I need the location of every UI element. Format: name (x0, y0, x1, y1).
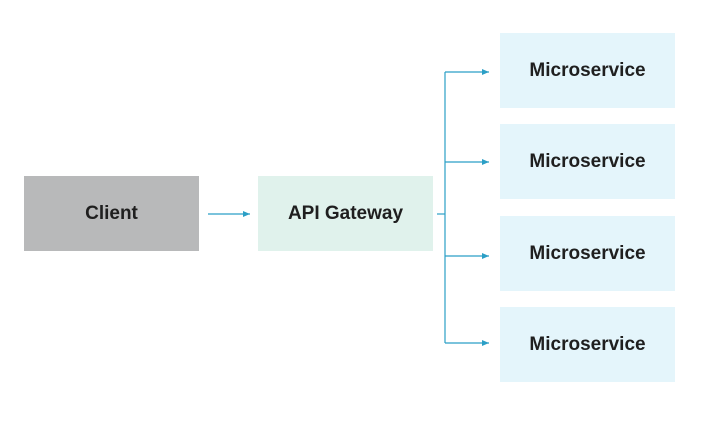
microservice-label: Microservice (529, 333, 646, 355)
api-gateway-label: API Gateway (287, 202, 404, 224)
client-node: Client (24, 176, 199, 251)
microservice-label: Microservice (529, 150, 646, 172)
microservice-label: Microservice (529, 242, 646, 264)
microservice-node: Microservice (500, 33, 675, 108)
microservice-node: Microservice (500, 216, 675, 291)
microservice-node: Microservice (500, 124, 675, 199)
microservice-label: Microservice (529, 59, 646, 81)
microservice-node: Microservice (500, 307, 675, 382)
api-gateway-node: API Gateway (258, 176, 433, 251)
client-label: Client (85, 202, 138, 224)
